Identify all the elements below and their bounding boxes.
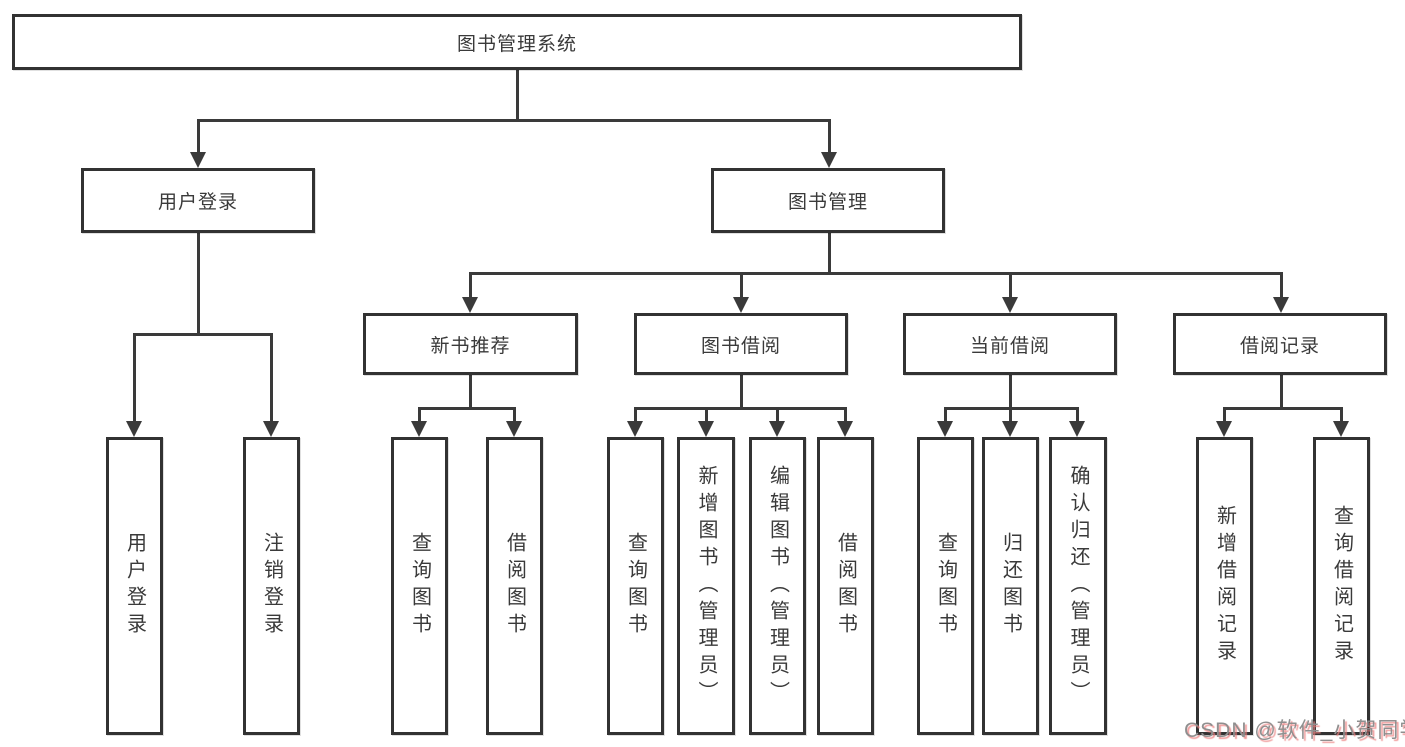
node-book-borrow: 图书借阅 xyxy=(634,313,848,375)
leaf-records-add-record: 新增借阅记录 xyxy=(1196,437,1253,735)
connector-level1-rail xyxy=(197,119,831,122)
leaf-borrow-edit-books-admin-label: 编辑图书（管理员） xyxy=(766,464,789,708)
leaf-records-query-record-label: 查询借阅记录 xyxy=(1330,505,1353,667)
arrow-groupB-3 xyxy=(769,407,785,437)
arrow-groupA-2 xyxy=(506,407,522,437)
arrow-groupC-2 xyxy=(1002,407,1018,437)
connector-groupB-rail xyxy=(634,407,847,410)
arrow-groupB-1 xyxy=(627,407,643,437)
leaf-logout: 注销登录 xyxy=(243,437,300,735)
leaf-borrow-edit-books-admin: 编辑图书（管理员） xyxy=(749,437,806,735)
arrow-to-current-borrow xyxy=(1002,272,1018,313)
arrow-to-leaf-user-login xyxy=(126,333,142,437)
leaf-logout-label: 注销登录 xyxy=(260,532,283,640)
leaf-borrow-query-books: 查询图书 xyxy=(607,437,664,735)
arrow-to-book-borrow xyxy=(733,272,749,313)
connector-groupC-stem xyxy=(1009,375,1012,410)
csdn-watermark: CSDN @软件_小贺同学 xyxy=(1184,719,1405,742)
arrow-groupC-3 xyxy=(1069,407,1085,437)
connector-login-rail xyxy=(133,333,273,336)
leaf-borrow-borrow-books: 借阅图书 xyxy=(817,437,874,735)
connector-groupC-rail xyxy=(944,407,1079,410)
leaf-borrow-query-books-label: 查询图书 xyxy=(624,532,647,640)
connector-login-stem xyxy=(197,233,200,335)
arrow-groupC-1 xyxy=(937,407,953,437)
leaf-borrow-borrow-books-label: 借阅图书 xyxy=(834,532,857,640)
connector-mgmt-rail xyxy=(469,272,1283,275)
connector-groupD-rail xyxy=(1223,407,1343,410)
node-current-borrow: 当前借阅 xyxy=(903,313,1117,375)
arrow-to-borrow-records xyxy=(1273,272,1289,313)
arrow-groupD-2 xyxy=(1333,407,1349,437)
leaf-current-query-books: 查询图书 xyxy=(917,437,974,735)
arrow-groupD-1 xyxy=(1216,407,1232,437)
node-borrow-records: 借阅记录 xyxy=(1173,313,1387,375)
arrow-to-book-management xyxy=(821,119,837,168)
arrow-to-new-book-recommend xyxy=(462,272,478,313)
leaf-current-confirm-return-admin-label: 确认归还（管理员） xyxy=(1067,464,1089,708)
arrow-to-leaf-logout xyxy=(263,333,279,437)
arrow-groupB-2 xyxy=(698,407,714,437)
node-book-management-label: 图书管理 xyxy=(787,192,868,213)
arrow-groupA-1 xyxy=(411,407,427,437)
leaf-user-login-label: 用户登录 xyxy=(123,532,146,640)
connector-groupA-stem xyxy=(469,375,472,410)
node-borrow-records-label: 借阅记录 xyxy=(1239,335,1320,357)
leaf-recommend-borrow-books-label: 借阅图书 xyxy=(503,532,526,640)
node-current-borrow-label: 当前借阅 xyxy=(969,335,1050,357)
node-book-borrow-label: 图书借阅 xyxy=(700,335,781,357)
leaf-user-login: 用户登录 xyxy=(106,437,163,735)
node-user-login-label: 用户登录 xyxy=(157,192,238,213)
node-user-login: 用户登录 xyxy=(81,168,315,233)
connector-groupA-rail xyxy=(418,407,516,410)
connector-root-trunk xyxy=(516,70,519,122)
node-book-management: 图书管理 xyxy=(711,168,945,233)
connector-mgmt-stem xyxy=(828,233,831,275)
node-new-book-recommend: 新书推荐 xyxy=(363,313,578,375)
leaf-recommend-query-books: 查询图书 xyxy=(391,437,448,735)
leaf-records-add-record-label: 新增借阅记录 xyxy=(1213,505,1236,667)
leaf-borrow-add-books-admin: 新增图书（管理员） xyxy=(677,437,735,735)
leaf-recommend-query-books-label: 查询图书 xyxy=(408,532,431,640)
leaf-records-query-record: 查询借阅记录 xyxy=(1313,437,1370,735)
leaf-recommend-borrow-books: 借阅图书 xyxy=(486,437,543,735)
leaf-current-return-books: 归还图书 xyxy=(982,437,1039,735)
node-library-system: 图书管理系统 xyxy=(12,14,1022,70)
arrow-to-user-login xyxy=(190,119,206,168)
connector-groupB-stem xyxy=(740,375,743,410)
leaf-borrow-add-books-admin-label: 新增图书（管理员） xyxy=(695,464,717,708)
connector-groupD-stem xyxy=(1280,375,1283,410)
node-library-system-label: 图书管理系统 xyxy=(456,33,577,55)
node-new-book-recommend-label: 新书推荐 xyxy=(430,335,511,357)
leaf-current-confirm-return-admin: 确认归还（管理员） xyxy=(1049,437,1107,735)
leaf-current-return-books-label: 归还图书 xyxy=(999,532,1022,640)
leaf-current-query-books-label: 查询图书 xyxy=(934,532,957,640)
arrow-groupB-4 xyxy=(837,407,853,437)
